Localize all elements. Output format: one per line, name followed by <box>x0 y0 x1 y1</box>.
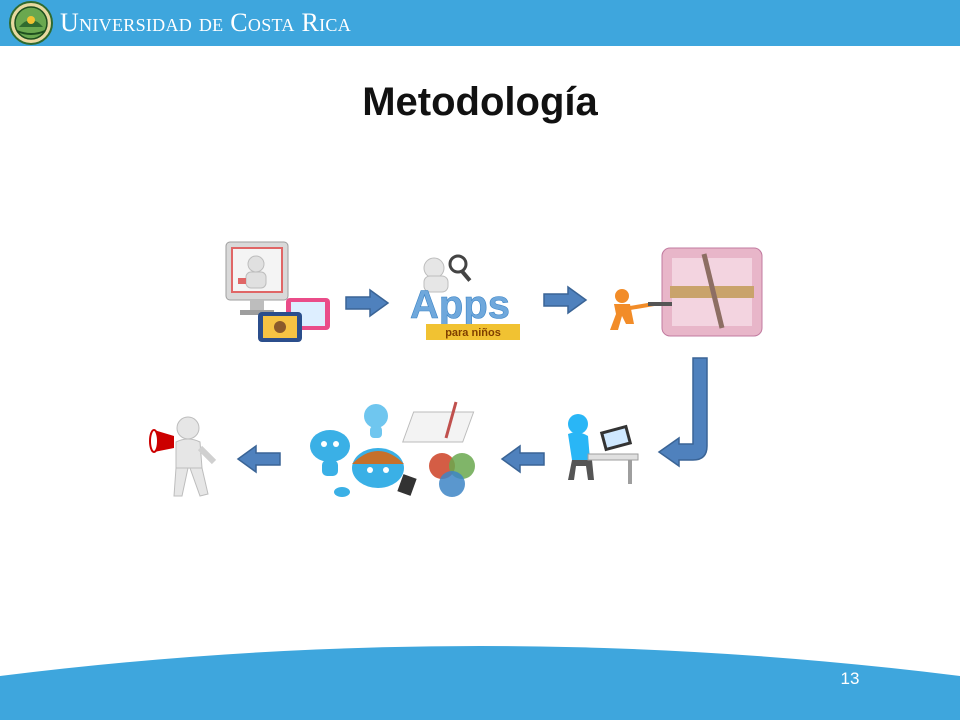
ucr-seal-icon <box>9 1 53 45</box>
page-number: 13 <box>840 669 860 688</box>
university-name: Universidad de Costa Rica <box>60 8 352 37</box>
arrow-bend-down-left-icon <box>657 357 708 468</box>
apps-para-ninos-icon: Apps para niños <box>410 254 520 340</box>
arrow-right-icon <box>345 288 390 318</box>
characters-and-diagram-icon <box>310 401 475 497</box>
computer-tablets-icon <box>225 241 330 342</box>
header-bar: Universidad de Costa Rica <box>0 0 960 46</box>
megaphone-person-icon <box>149 416 217 497</box>
user-at-laptop-icon <box>568 414 639 484</box>
design-tools-icon <box>610 247 763 337</box>
page-title: Metodología <box>362 80 598 124</box>
apps-badge-text: para niños <box>445 327 501 339</box>
arrow-left-icon <box>236 444 281 474</box>
arrow-right-icon <box>543 285 588 315</box>
footer-band <box>0 646 960 720</box>
apps-logo-text: Apps <box>410 283 510 327</box>
arrow-left-icon <box>500 444 545 474</box>
